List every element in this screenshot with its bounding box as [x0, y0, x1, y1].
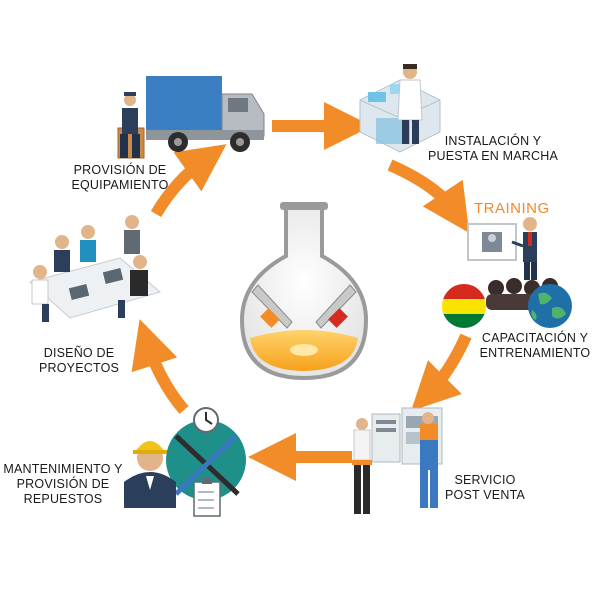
- engineer-tools-icon: [124, 407, 246, 517]
- stage-label-provision: PROVISIÓN DE EQUIPAMIENTO: [71, 163, 169, 192]
- team-meeting-icon: [28, 215, 162, 322]
- stage-label-install: INSTALACIÓN Y PUESTA EN MARCHA: [427, 134, 559, 163]
- cycle-arrows: [131, 102, 472, 481]
- stage-label-maintenance: MANTENIMIENTO Y PROVISIÓN DE REPUESTOS: [3, 462, 123, 506]
- chemistry-flask-icon: [239, 202, 369, 381]
- arrow-maintenance-to-design: [131, 319, 189, 414]
- lab-technician-icon: [359, 64, 441, 153]
- arrow-design-to-provision: [150, 144, 227, 218]
- arrow-install-to-training: [387, 159, 470, 233]
- globe-icon: [528, 284, 572, 328]
- stage-label-training: CAPACITACIÓN Y ENTRENAMIENTO: [479, 331, 591, 360]
- flag-ball-icon: [442, 284, 486, 328]
- training-sign-text: TRAINING: [474, 200, 550, 217]
- arrow-training-to-service: [411, 333, 472, 411]
- training-presentation-icon: [442, 217, 572, 328]
- electrical-panel-technicians-icon: [352, 407, 443, 514]
- stage-label-service: SERVICIO POST VENTA: [444, 473, 526, 502]
- stage-label-design: DISEÑO DE PROYECTOS: [38, 346, 120, 375]
- delivery-truck-icon: [117, 76, 265, 159]
